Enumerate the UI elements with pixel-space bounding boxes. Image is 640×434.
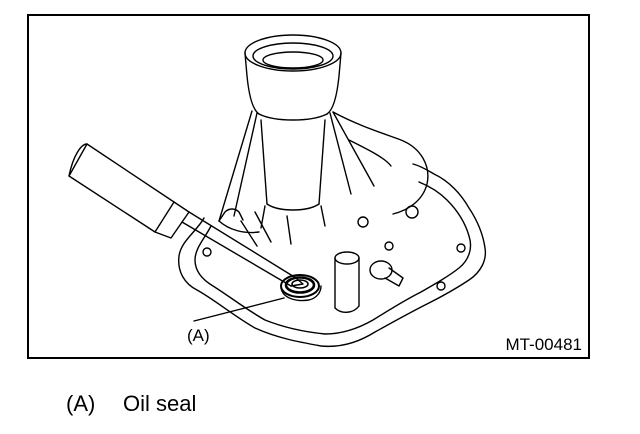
- legend-description: Oil seal: [123, 391, 197, 416]
- transmission-case-oil-seal-illustration: [68, 34, 487, 348]
- shift-rod: [334, 257, 360, 309]
- screwdriver: [68, 143, 304, 287]
- callout-label: (A): [187, 326, 210, 345]
- neck-top-rim: [244, 34, 342, 72]
- figure-frame: (A) MT-00481: [27, 14, 590, 359]
- callout-leader-line: [193, 297, 285, 322]
- case-outline: [178, 163, 487, 348]
- extension-housing: [218, 110, 375, 222]
- oil-seal: [280, 274, 322, 302]
- figure-code: MT-00481: [505, 335, 582, 354]
- legend-key: (A): [66, 391, 96, 416]
- legend: (A) Oil seal: [66, 393, 196, 415]
- case-flange: [194, 181, 472, 335]
- bell-housing: [332, 111, 429, 215]
